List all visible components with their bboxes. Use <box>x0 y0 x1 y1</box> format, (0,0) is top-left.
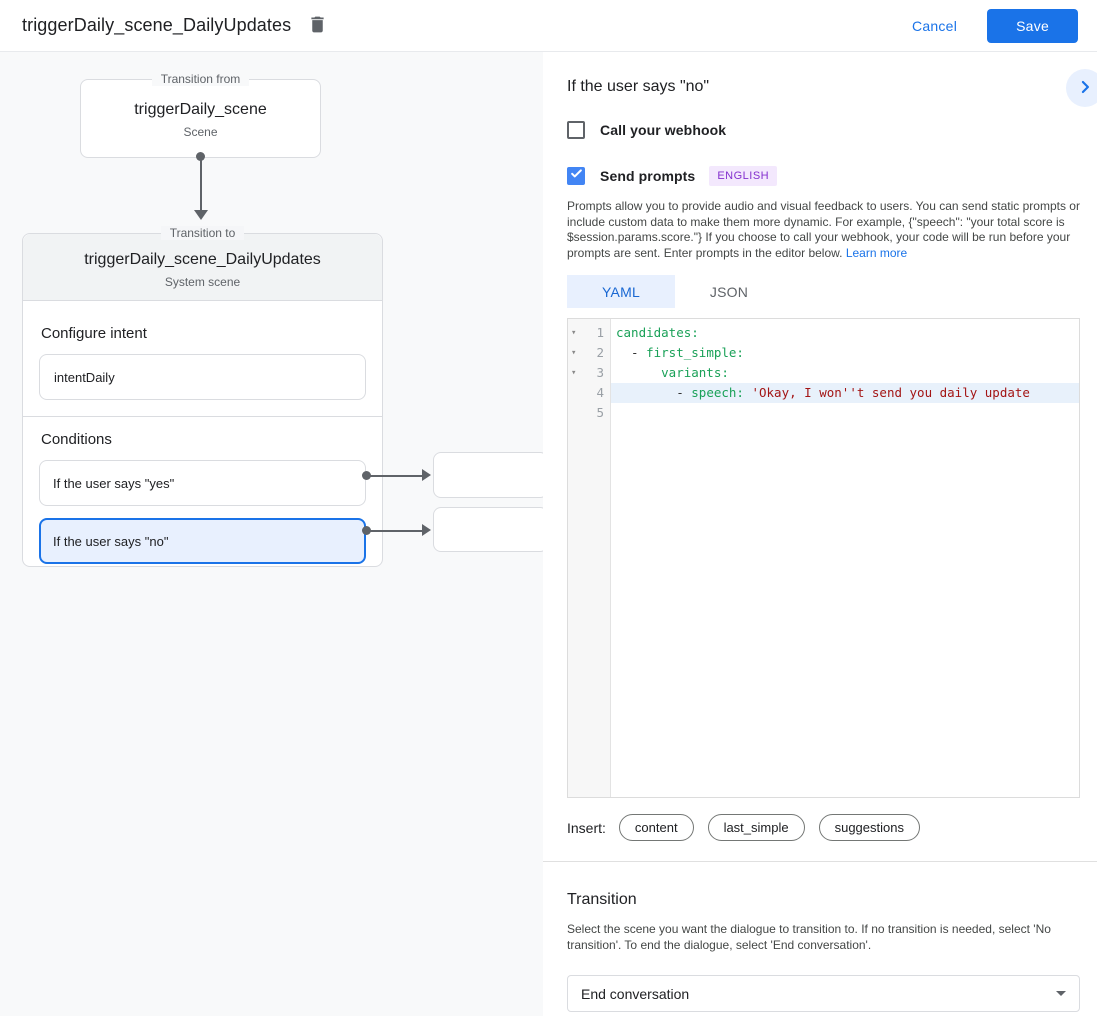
learn-more-link[interactable]: Learn more <box>845 245 908 260</box>
fold-toggle-icon[interactable]: ▾ <box>571 348 577 358</box>
editor-format-tabs: YAML JSON <box>567 275 1080 308</box>
connector-line <box>200 156 202 211</box>
send-prompts-row: Send prompts ENGLISH <box>567 166 1080 186</box>
condition-editor-panel: If the user says "no" Call your webhook … <box>543 52 1097 1016</box>
line-number: 3 <box>596 365 604 380</box>
transition-to-card[interactable]: Transition to triggerDaily_scene_DailyUp… <box>22 226 383 567</box>
transition-target-node[interactable] <box>433 452 543 498</box>
intent-name: intentDaily <box>54 369 115 385</box>
transition-select-value: End conversation <box>581 985 690 1002</box>
connector-dot <box>362 526 371 535</box>
arrow-right-icon <box>422 469 431 481</box>
call-webhook-checkbox[interactable] <box>567 121 585 139</box>
line-number: 5 <box>596 405 604 420</box>
panel-title: If the user says "no" <box>567 78 710 95</box>
fold-toggle-icon[interactable]: ▾ <box>571 368 577 378</box>
insert-label: Insert: <box>567 819 606 836</box>
scene-diagram-canvas: Transition from triggerDaily_scene Scene… <box>0 52 543 1016</box>
divider <box>543 861 1097 862</box>
line-number: 2 <box>596 345 604 360</box>
to-scene-name: triggerDaily_scene_DailyUpdates <box>84 251 321 268</box>
prompts-description: Prompts allow you to provide audio and v… <box>567 199 1080 260</box>
editor-gutter <box>568 319 611 797</box>
tab-json[interactable]: JSON <box>709 283 749 300</box>
intent-item[interactable]: intentDaily <box>39 354 366 400</box>
connector-line <box>370 475 422 477</box>
call-webhook-label: Call your webhook <box>600 122 727 138</box>
code-line-content[interactable]: - speech: 'Okay, I won''t send you daily… <box>611 383 1079 403</box>
code-line-content[interactable] <box>611 403 1079 423</box>
arrow-down-icon <box>194 210 208 220</box>
collapse-panel-button[interactable] <box>1066 69 1097 107</box>
trash-icon <box>307 14 328 38</box>
transition-section-title: Transition <box>567 891 637 908</box>
send-prompts-checkbox[interactable] <box>567 167 585 185</box>
save-button[interactable]: Save <box>987 8 1078 43</box>
transition-select[interactable]: End conversation <box>567 975 1080 1012</box>
page-title: triggerDaily_scene_DailyUpdates <box>22 15 292 35</box>
editor-line: ▾ 2 - first_simple: <box>568 343 1079 363</box>
insert-chip-last-simple[interactable]: last_simple <box>707 814 805 841</box>
transition-from-legend: Transition from <box>81 72 320 86</box>
line-number: 4 <box>596 385 604 400</box>
editor-line: 5 <box>568 403 1079 423</box>
dropdown-caret-icon <box>1056 991 1066 996</box>
condition-item-yes[interactable]: If the user says "yes" <box>39 460 366 506</box>
delete-button[interactable] <box>307 14 328 38</box>
code-line-content[interactable]: variants: <box>661 365 729 380</box>
editor-line: ▾ 3 variants: <box>568 363 1079 383</box>
transition-from-node[interactable]: Transition from triggerDaily_scene Scene <box>80 72 321 158</box>
send-prompts-label: Send prompts <box>600 168 696 184</box>
configure-intent-label: Configure intent <box>41 325 147 342</box>
top-bar: triggerDaily_scene_DailyUpdates Cancel S… <box>0 0 1097 52</box>
line-number: 1 <box>596 325 604 340</box>
arrow-right-icon <box>422 524 431 536</box>
cancel-button[interactable]: Cancel <box>911 17 958 34</box>
from-scene-name: triggerDaily_scene <box>134 101 267 118</box>
fold-toggle-icon[interactable]: ▾ <box>571 328 577 338</box>
conditions-label: Conditions <box>41 431 112 448</box>
chevron-right-icon <box>1075 77 1095 100</box>
connector-line <box>370 530 422 532</box>
checkmark-icon <box>569 166 584 186</box>
condition-label: If the user says "yes" <box>53 475 175 491</box>
to-scene-type: System scene <box>164 275 241 289</box>
code-line-content[interactable]: candidates: <box>616 325 699 340</box>
editor-line: ▾ 1 candidates: <box>568 323 1079 343</box>
language-badge: ENGLISH <box>709 166 778 186</box>
insert-chip-content[interactable]: content <box>618 814 694 841</box>
condition-label: If the user says "no" <box>53 533 169 549</box>
prompt-code-editor[interactable]: ▾ 1 candidates: ▾ 2 - first_simple: ▾ 3 varian… <box>567 318 1080 798</box>
editor-line: 4 - speech: 'Okay, I won''t send you dai… <box>568 383 1079 403</box>
tab-yaml[interactable]: YAML <box>567 275 675 308</box>
code-line-content[interactable]: - first_simple: <box>616 345 744 360</box>
editor-lines: ▾ 1 candidates: ▾ 2 - first_simple: ▾ 3 varian… <box>568 319 1079 423</box>
webhook-row: Call your webhook <box>567 121 1080 139</box>
divider <box>23 416 382 417</box>
connector-dot <box>362 471 371 480</box>
to-scene-header: triggerDaily_scene_DailyUpdates System s… <box>23 234 382 301</box>
condition-item-no[interactable]: If the user says "no" <box>39 518 366 564</box>
from-scene-type: Scene <box>183 125 218 139</box>
transition-target-node[interactable] <box>433 507 543 552</box>
insert-chip-suggestions[interactable]: suggestions <box>818 814 920 841</box>
insert-row: Insert: content last_simple suggestions <box>567 814 1080 841</box>
transition-description: Select the scene you want the dialogue t… <box>567 922 1051 952</box>
